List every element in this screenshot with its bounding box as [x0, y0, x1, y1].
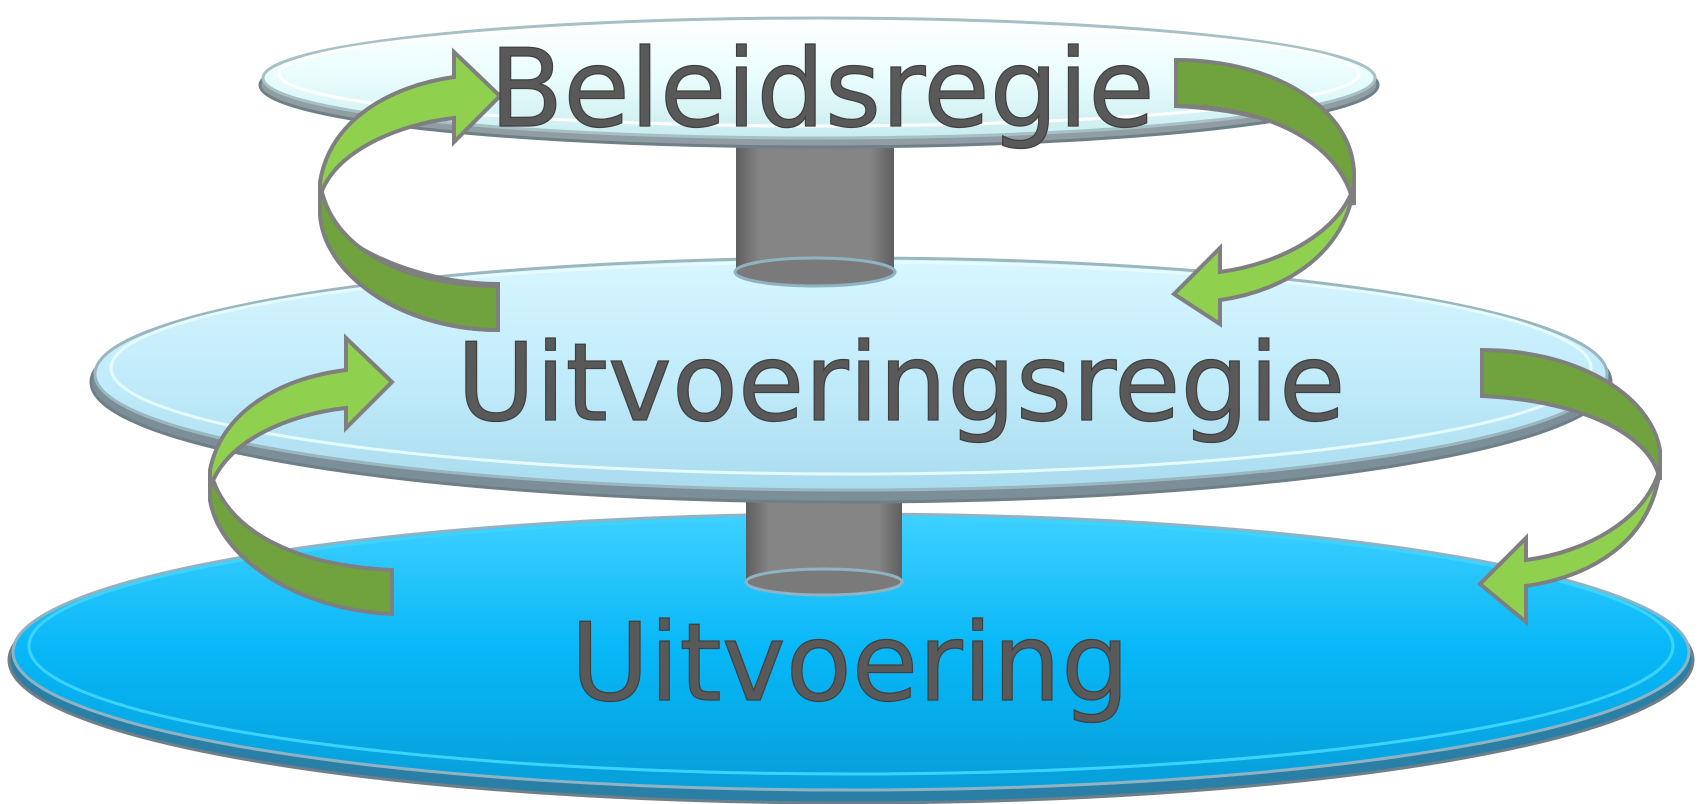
layer-label-middle: Uitvoeringsregie [457, 321, 1346, 446]
bottom-disc [7, 512, 1695, 804]
cycle-arrow-right-upper [1170, 57, 1356, 328]
top-disc [258, 16, 1380, 149]
cycle-arrow-left-lower [208, 333, 395, 617]
cycle-arrow-right-lower [1477, 347, 1662, 627]
layer-label-top: Beleidsregie [489, 27, 1154, 152]
layer-label-bottom: Uitvoering [570, 601, 1129, 726]
cycle-arrow-left-upper [318, 47, 503, 333]
upper-pillar [733, 135, 897, 288]
